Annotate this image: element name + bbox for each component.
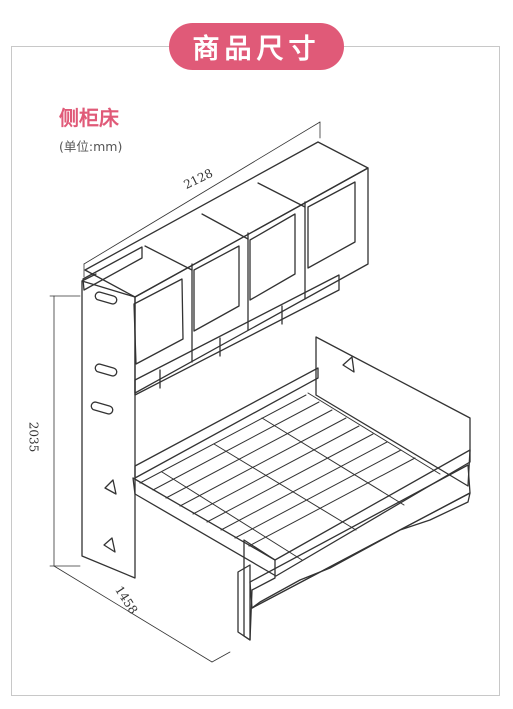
content-frame (11, 46, 500, 696)
cabinet-door-4 (307, 181, 356, 269)
top-cabinets (82, 141, 369, 394)
frame-line-left (11, 46, 169, 47)
bed-frame (132, 336, 471, 641)
height-dimension: 2035 (26, 421, 41, 453)
unit-note: (单位:mm) (59, 139, 123, 154)
side-panel (81, 273, 136, 579)
product-name: 侧柜床 (59, 106, 119, 130)
cabinet-door-2 (193, 245, 240, 332)
dimension-lines (49, 121, 321, 663)
hanging-shelf (134, 274, 340, 396)
cabinet-door-1 (133, 278, 184, 365)
page-title: 商品尺寸 (169, 23, 344, 70)
frame-line-right (344, 46, 500, 47)
cabinet-door-3 (249, 213, 296, 301)
bed-slats (139, 392, 441, 561)
